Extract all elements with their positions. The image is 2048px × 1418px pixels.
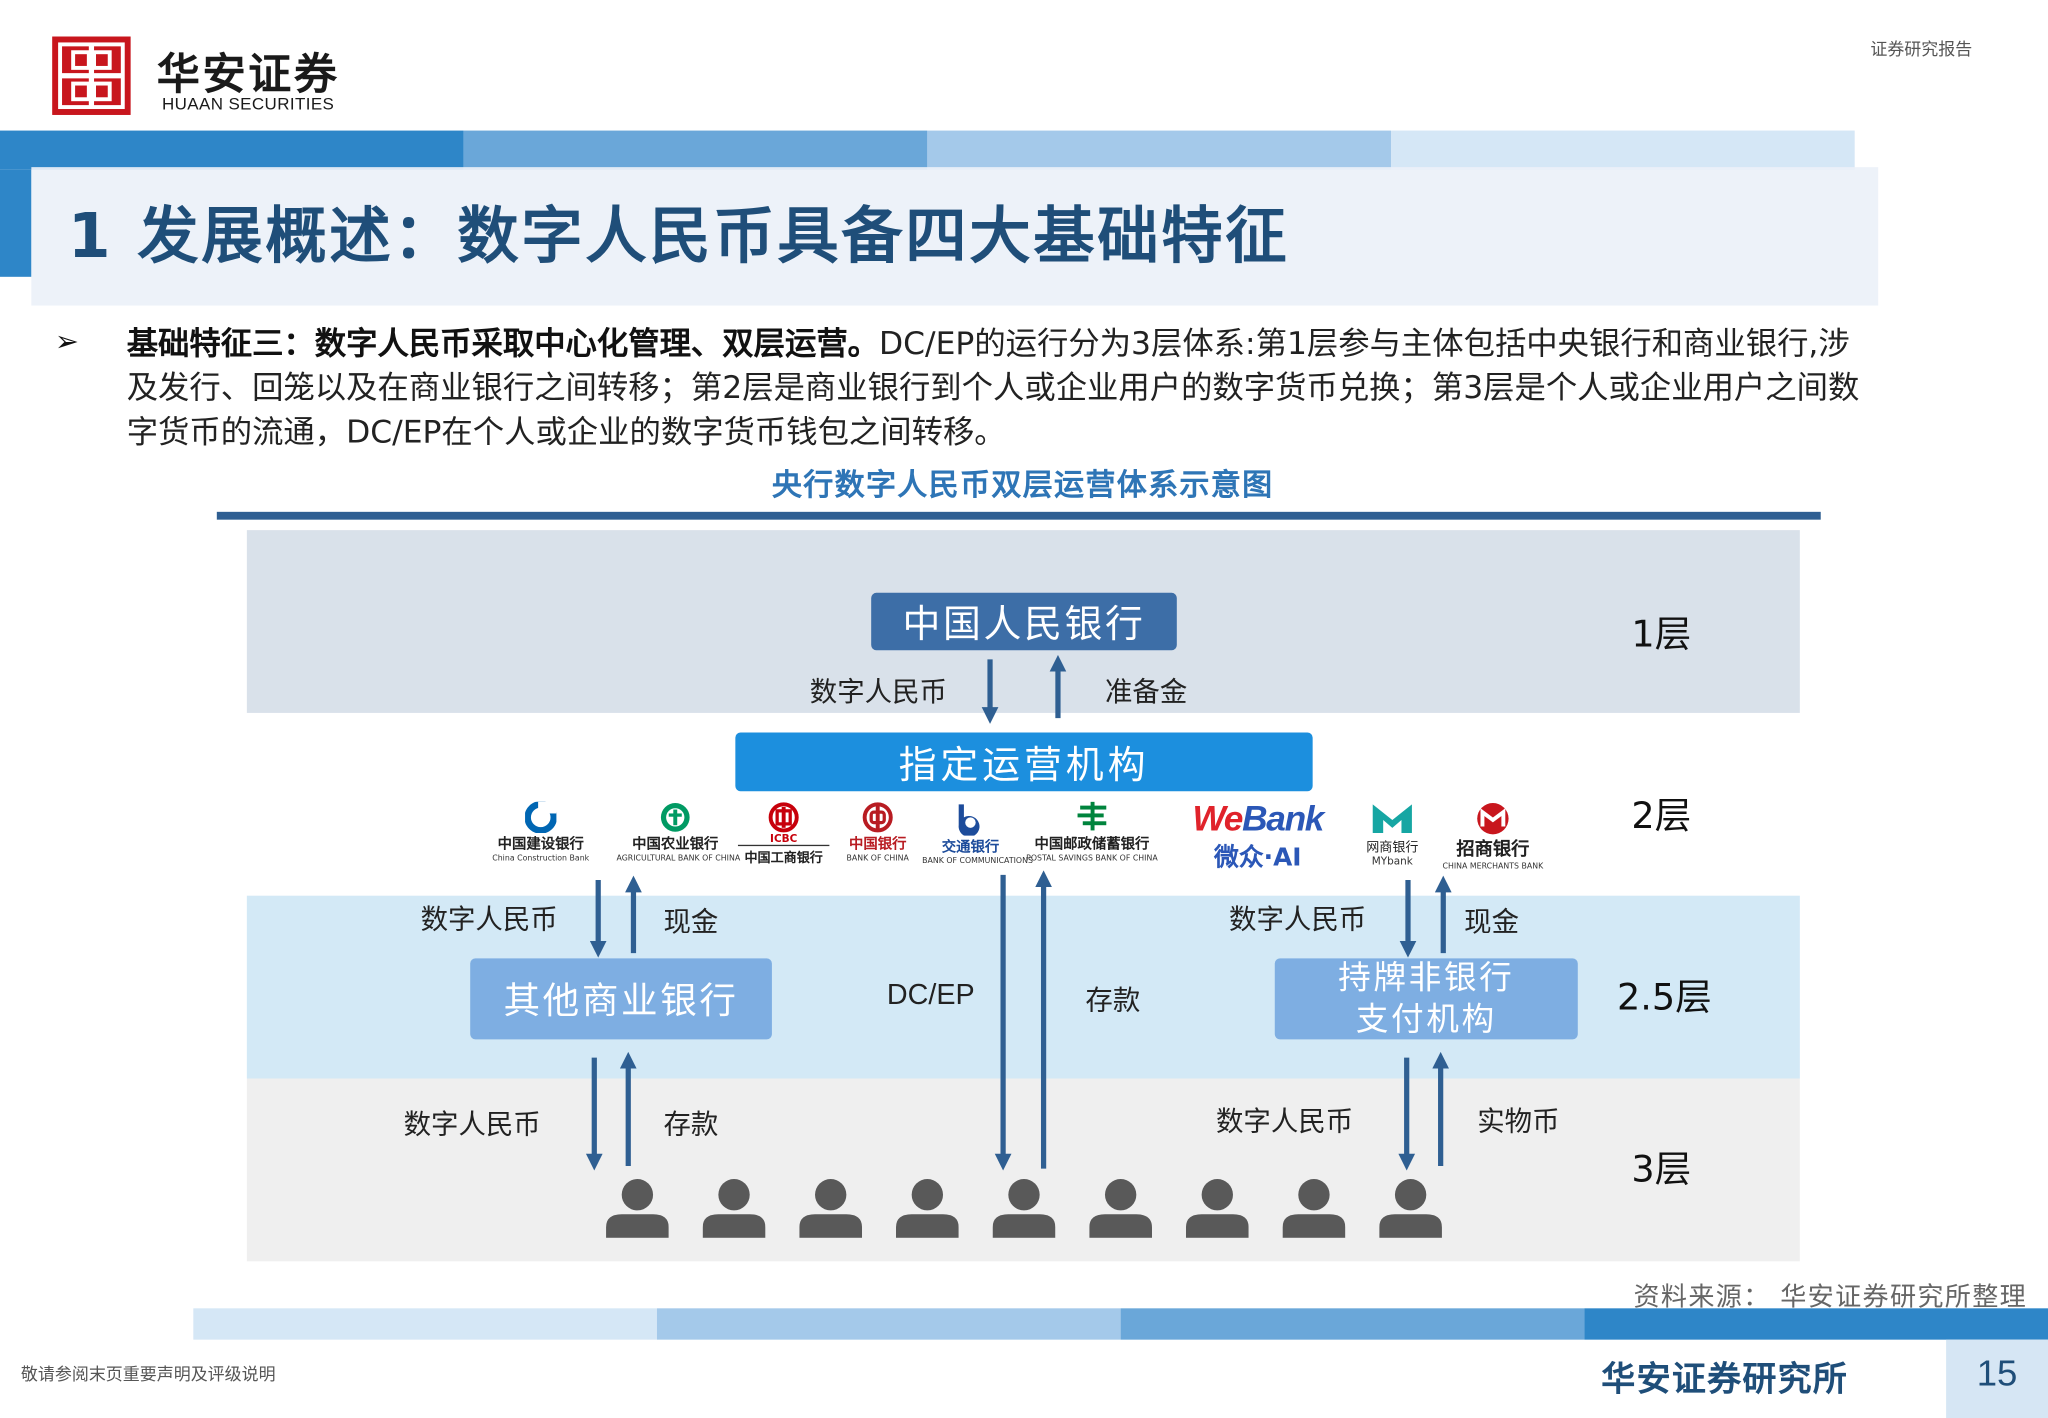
flow-label-deposit-center: 存款 (1085, 984, 1141, 1016)
header-band-segment (463, 130, 928, 170)
page-number: 15 (1976, 1352, 2018, 1394)
flow-label-bottom-right-physical-cash: 实物币 (1477, 1105, 1560, 1138)
footer-band-segment (1584, 1308, 2048, 1340)
diagram-divider (216, 511, 1821, 520)
user-person-icon (895, 1179, 959, 1238)
flow-label-digital-rmb-down: 数字人民币 (809, 676, 947, 708)
footer-brand: 华安证券研究所 (1601, 1360, 1849, 1400)
flow-label-left-cash: 现金 (663, 906, 719, 938)
ccb-logo-icon (525, 801, 557, 834)
title-accent-bar (0, 169, 32, 277)
mybank-logo-icon (1372, 804, 1412, 834)
bank-logo-mybank: 网商银行 MYbank (1356, 802, 1429, 867)
non-bank-line1: 持牌非银行 (1338, 958, 1515, 997)
source-note: 资料来源： 华安证券研究所整理 (1633, 1280, 2028, 1313)
bank-logo-bocom: 交通银行 BANK OF COMMUNICATIONS (922, 802, 1033, 866)
user-person-icon (702, 1179, 766, 1238)
boc-logo-icon (862, 802, 893, 833)
bank-logo-abc: 中国农业银行 AGRICULTURAL BANK OF CHINA (616, 802, 740, 863)
page-number-box (1946, 1339, 2048, 1418)
paragraph-text: DC/EP的运行分为3层体系:第1层参与主体包括中央银行和商业银行,涉及发行、回… (126, 325, 1860, 451)
non-bank-payment-box: 持牌非银行支付机构 (1274, 958, 1578, 1040)
cmb-logo-icon (1477, 803, 1509, 835)
user-person-icon (1185, 1179, 1249, 1238)
page-title: 1 发展概述：数字人民币具备四大基础特征 (67, 201, 1290, 273)
flow-label-right-digital-rmb: 数字人民币 (1229, 903, 1367, 935)
logo-english-name: HUAAN SECURITIES (161, 94, 335, 114)
logo-chinese-name: 华安证券 (156, 48, 340, 100)
icbc-logo-icon (768, 802, 799, 833)
bank-logo-webank: WeBank 微众·AI (1173, 799, 1343, 873)
other-banks-box: 其他商业银行 (470, 958, 772, 1040)
tier-25-label: 2.5层 (1616, 975, 1712, 1019)
diagram-title: 央行数字人民币双层运营体系示意图 (771, 468, 1274, 503)
title-panel (31, 167, 1879, 306)
bank-logo-cmb: 招商银行 CHINA MERCHANTS BANK (1439, 802, 1546, 871)
user-person-icon (799, 1179, 863, 1238)
bullet-arrow-icon: ➢ (54, 326, 79, 360)
user-person-icon (1379, 1179, 1442, 1238)
bank-logo-psbc: 中国邮政储蓄银行 POSTAL SAVINGS BANK OF CHINA (1021, 801, 1162, 863)
header-band-segment (927, 130, 1392, 170)
huaan-logo-icon (52, 36, 131, 115)
flow-label-right-cash: 现金 (1464, 906, 1520, 938)
footer-band-segment (1120, 1308, 1585, 1340)
abc-logo-icon (660, 803, 690, 832)
user-person-icon (1089, 1179, 1152, 1238)
flow-label-bottom-right-digital-rmb: 数字人民币 (1215, 1105, 1354, 1138)
bank-logo-ccb: 中国建设银行 China Construction Bank (468, 801, 614, 863)
bank-logo-boc: 中国银行 BANK OF CHINA (836, 802, 920, 863)
bank-logo-icbc: ICBC 中国工商银行 (737, 802, 830, 866)
paragraph-lead: 基础特征三：数字人民币采取中心化管理、双层运营。 (126, 325, 880, 362)
tier-3-label: 3层 (1631, 1147, 1692, 1191)
bocom-logo-icon (958, 804, 980, 836)
tier-1-label: 1层 (1631, 612, 1692, 656)
non-bank-line2: 支付机构 (1355, 1000, 1497, 1039)
psbc-logo-icon (1077, 801, 1107, 831)
footer-disclaimer: 敬请参阅末页重要声明及评级说明 (20, 1365, 276, 1386)
operator-box: 指定运营机构 (735, 732, 1313, 792)
user-person-icon (1282, 1179, 1346, 1238)
webank-wordmark: WeBank (1192, 799, 1324, 839)
header-band-segment (0, 130, 464, 170)
flow-label-bottom-left-deposit: 存款 (663, 1108, 719, 1140)
flow-label-dcep: DC/EP (886, 977, 975, 1011)
body-paragraph: 基础特征三：数字人民币采取中心化管理、双层运营。DC/EP的运行分为3层体系:第… (127, 321, 1867, 454)
footer-band-segment (656, 1308, 1121, 1340)
flow-label-reserve-up: 准备金 (1104, 676, 1188, 708)
tier-2-label: 2层 (1631, 793, 1692, 837)
header-band-segment (1391, 130, 1855, 170)
user-person-icon (992, 1179, 1056, 1238)
report-type-label: 证券研究报告 (1870, 40, 1973, 61)
flow-label-bottom-left-digital-rmb: 数字人民币 (403, 1108, 541, 1140)
flow-label-left-digital-rmb: 数字人民币 (420, 903, 558, 935)
user-person-icon (606, 1179, 669, 1238)
pboc-box: 中国人民银行 (871, 592, 1177, 651)
footer-band-segment (193, 1308, 657, 1340)
